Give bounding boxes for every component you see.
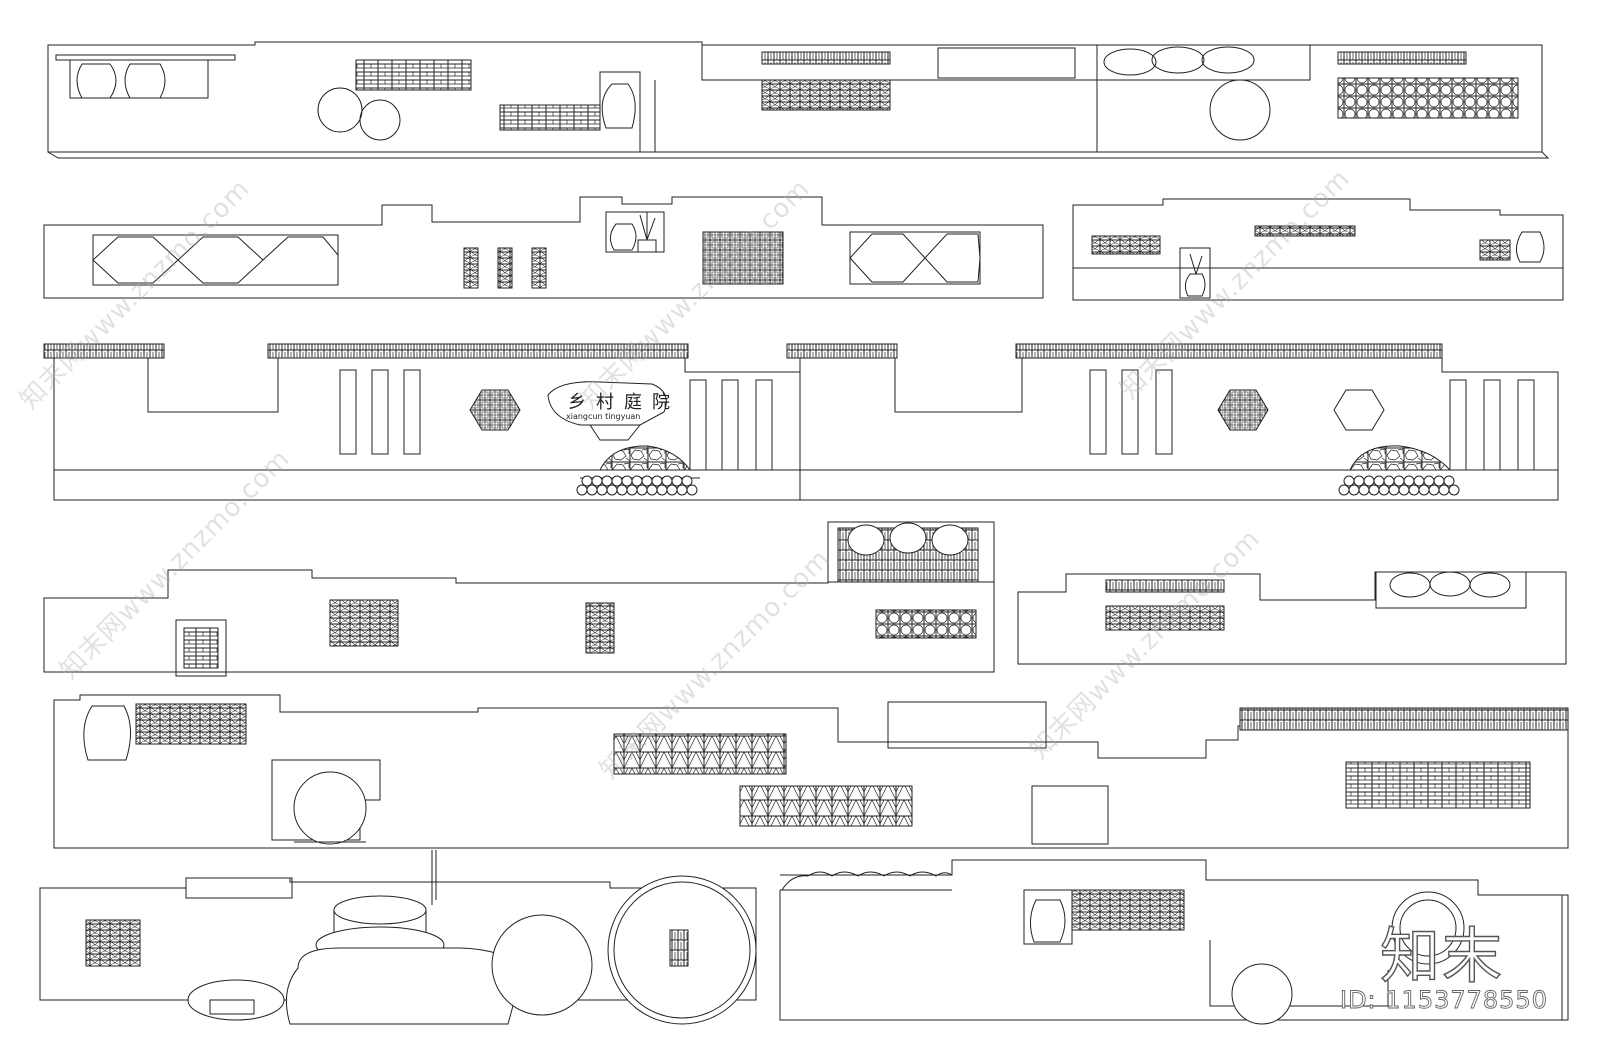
log-end	[1424, 476, 1434, 486]
log-pile-row-1	[577, 485, 697, 495]
log-end	[1429, 485, 1439, 495]
log-end	[1444, 476, 1454, 486]
log-pile-row-2	[1339, 485, 1459, 495]
wall-elevation-2b	[1073, 199, 1563, 300]
brand-logo: 知末	[1379, 921, 1504, 992]
log-end	[657, 485, 667, 495]
wall-elevation-2a	[44, 197, 1043, 298]
log-end	[1404, 476, 1414, 486]
log-end	[1379, 485, 1389, 495]
log-end	[687, 485, 697, 495]
log-end	[582, 476, 592, 486]
log-end	[1439, 485, 1449, 495]
log-end	[1409, 485, 1419, 495]
log-end	[662, 476, 672, 486]
log-end	[1349, 485, 1359, 495]
log-end	[1364, 476, 1374, 486]
wall-elevation-6b	[780, 860, 1568, 1024]
log-end	[617, 485, 627, 495]
log-end	[592, 476, 602, 486]
log-end	[647, 485, 657, 495]
stone-mill	[286, 850, 520, 1024]
log-end	[602, 476, 612, 486]
log-end	[612, 476, 622, 486]
wall-elevation-4a	[44, 522, 994, 676]
log-end	[597, 485, 607, 495]
log-end	[1399, 485, 1409, 495]
log-end	[622, 476, 632, 486]
image-id: ID: 1153778550	[1340, 986, 1548, 1015]
log-end	[1359, 485, 1369, 495]
log-end	[1344, 476, 1354, 486]
log-end	[1339, 485, 1349, 495]
log-end	[1449, 485, 1459, 495]
log-end	[577, 485, 587, 495]
log-end	[667, 485, 677, 495]
log-pile-row-1b	[582, 476, 692, 486]
log-end	[682, 476, 692, 486]
log-pile-row-2b	[1344, 476, 1454, 486]
log-end	[627, 485, 637, 495]
wall-elevation-5	[54, 695, 1568, 848]
log-end	[1394, 476, 1404, 486]
sign-subtitle: xiangcun tingyuan	[566, 412, 641, 421]
log-end	[587, 485, 597, 495]
wall-elevation-6a	[40, 850, 756, 1024]
log-end	[1434, 476, 1444, 486]
sign-title: 乡村庭院	[568, 392, 680, 413]
log-end	[652, 476, 662, 486]
wall-elevation-4b	[1018, 572, 1566, 664]
log-end	[637, 485, 647, 495]
wall-elevation-1	[48, 42, 1548, 158]
log-end	[677, 485, 687, 495]
log-end	[1414, 476, 1424, 486]
log-end	[1389, 485, 1399, 495]
log-end	[632, 476, 642, 486]
log-end	[672, 476, 682, 486]
log-end	[607, 485, 617, 495]
log-end	[1419, 485, 1429, 495]
log-end	[1384, 476, 1394, 486]
log-end	[1369, 485, 1379, 495]
log-end	[1374, 476, 1384, 486]
log-end	[642, 476, 652, 486]
wall-elevation-3	[44, 344, 1558, 500]
log-end	[1354, 476, 1364, 486]
